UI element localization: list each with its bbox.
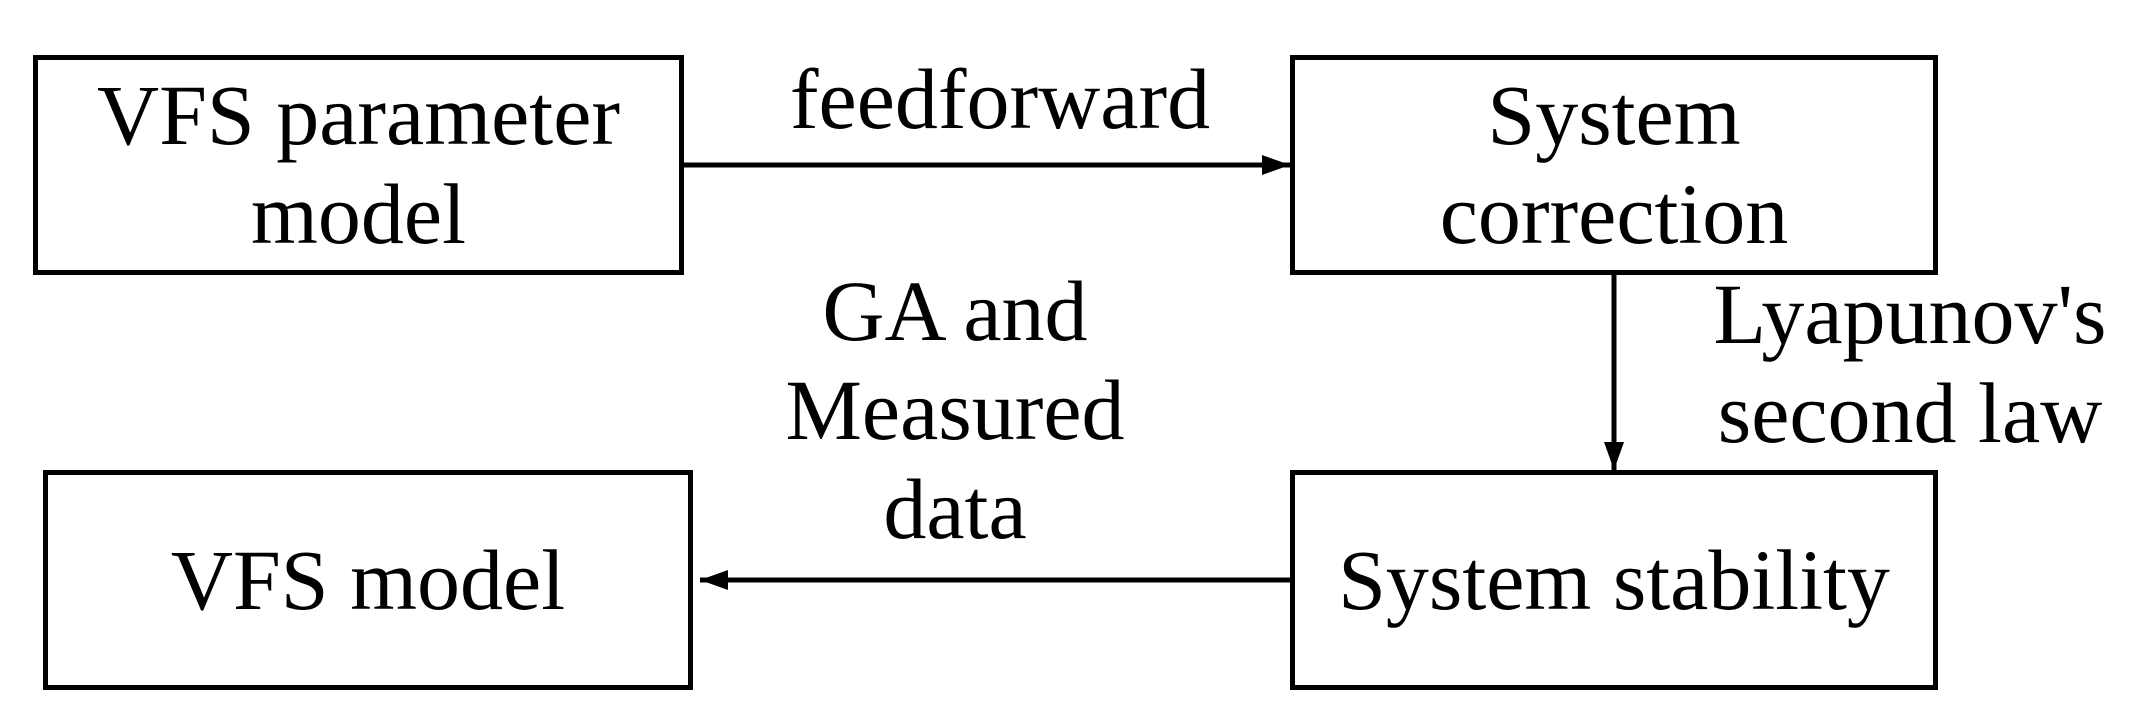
ga-label-line-1: GA and	[822, 263, 1088, 359]
vfs-parameter-model-line-1: VFS parameter	[96, 67, 620, 164]
ga-label-line-2: Measured	[785, 361, 1125, 458]
ga-label-line-3: data	[883, 460, 1027, 557]
lyapunov-label: Lyapunov's second law	[1680, 265, 2140, 463]
system-correction-line-2: correction	[1439, 166, 1789, 262]
arrowhead-ga	[700, 570, 728, 590]
vfs-parameter-model-box: VFS parameter model	[33, 55, 684, 275]
lyapunov-label-line-1: Lyapunov's	[1713, 266, 2107, 362]
system-stability-line-1: System stability	[1338, 531, 1890, 628]
system-correction-box: System correction	[1290, 55, 1938, 275]
lyapunov-label-line-2: second law	[1717, 364, 2103, 461]
system-correction-line-1: System	[1487, 67, 1741, 164]
vfs-model-line-1: VFS model	[170, 531, 566, 628]
arrowhead-feedforward	[1262, 155, 1290, 175]
arrowhead-lyapunov	[1604, 442, 1624, 470]
system-stability-box: System stability	[1290, 470, 1938, 690]
vfs-parameter-model-line-2: model	[251, 166, 466, 262]
feedforward-label: feedforward	[770, 50, 1230, 149]
vfs-model-box: VFS model	[43, 470, 693, 690]
ga-measured-data-label: GA and Measured data	[740, 262, 1170, 559]
feedforward-label-line-1: feedforward	[789, 51, 1211, 147]
